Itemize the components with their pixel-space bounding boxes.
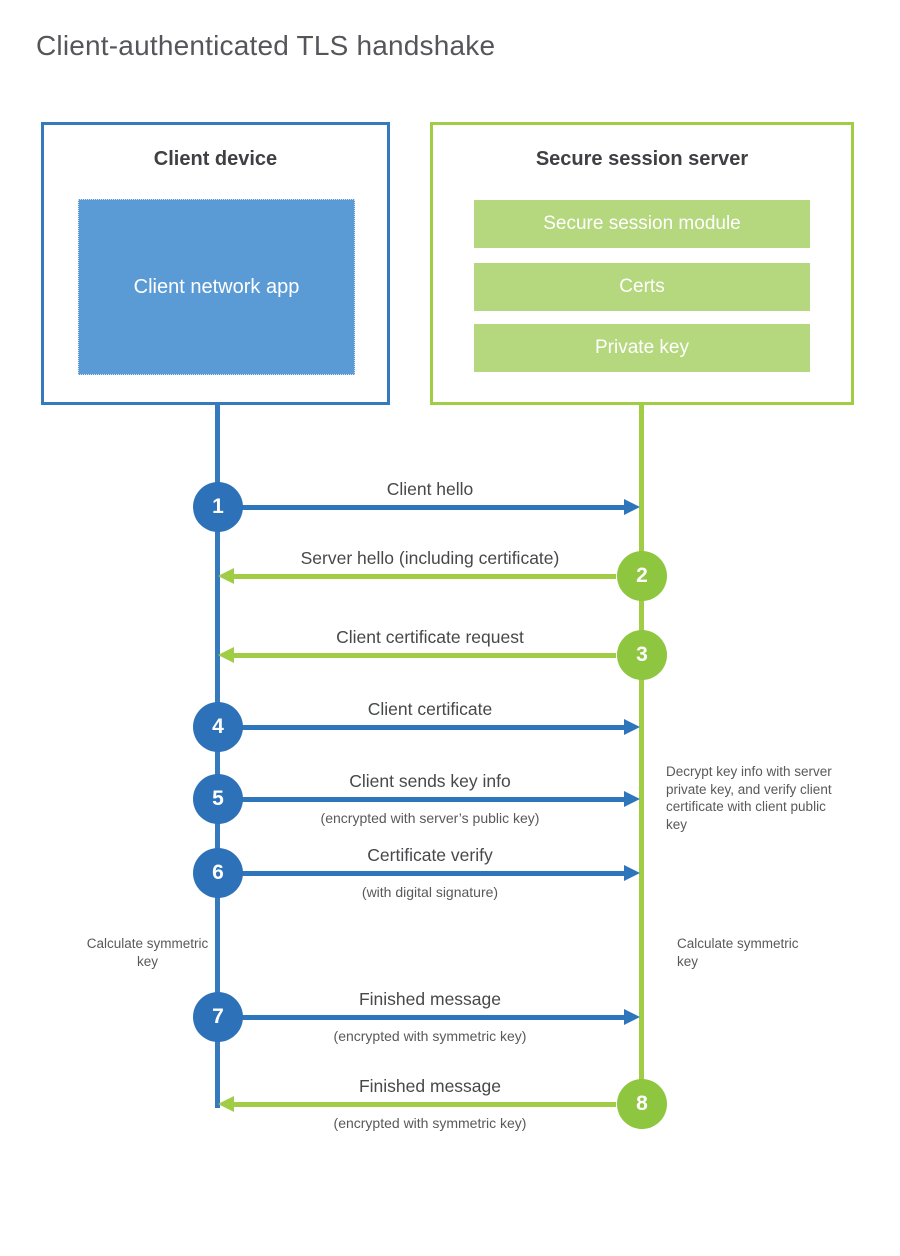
message-sublabel: (with digital signature) (361, 884, 499, 900)
page-title: Client-authenticated TLS handshake (36, 30, 496, 61)
message-sublabel: (encrypted with symmetric key) (333, 1028, 527, 1044)
message-row-5: 5 Client sends key info (encrypted with … (193, 771, 667, 826)
step-number: 5 (212, 787, 224, 810)
secure-session-server-title: Secure session server (535, 148, 749, 170)
client-network-app-box: Client network app (78, 199, 355, 375)
message-row-1: 1 Client hello (193, 479, 667, 532)
message-sublabel: (encrypted with server’s public key) (320, 810, 540, 826)
arrow-line (234, 573, 616, 579)
arrow-line (234, 652, 616, 658)
client-device-title: Client device (153, 148, 278, 170)
decrypt-key-note: Decrypt key info with server private key… (666, 764, 832, 832)
arrow-line (241, 1014, 624, 1020)
arrow-line (234, 1101, 616, 1107)
step-number: 4 (212, 715, 224, 738)
message-label: Certificate verify (367, 845, 493, 865)
arrow-line (241, 796, 624, 802)
calculate-symmetric-key-note-server: Calculate symmetric key (677, 936, 799, 969)
message-label: Finished message (358, 989, 502, 1009)
step-circle-7: 7 (193, 992, 243, 1042)
message-row-2: 2 Server hello (including certificate) (193, 548, 667, 601)
message-row-7: 7 Finished message (encrypted with symme… (193, 989, 667, 1044)
step-number: 8 (636, 1092, 648, 1115)
arrow-right-icon (624, 791, 640, 807)
server-module-private-key: Private key (474, 324, 810, 372)
step-number: 1 (212, 495, 224, 518)
step-circle-5: 5 (193, 774, 243, 824)
arrow-right-icon (624, 1009, 640, 1025)
step-circle-2: 2 (617, 551, 667, 601)
server-lifeline (639, 405, 644, 1129)
message-row-6: 6 Certificate verify (with digital signa… (193, 845, 667, 900)
step-number: 3 (636, 643, 648, 666)
arrow-right-icon (624, 865, 640, 881)
message-label: Server hello (including certificate) (300, 548, 560, 568)
message-label: Finished message (358, 1076, 502, 1096)
server-module-certs: Certs (474, 263, 810, 311)
secure-session-server-box: Secure session server Secure session mod… (430, 122, 854, 405)
step-circle-1: 1 (193, 482, 243, 532)
arrow-right-icon (624, 499, 640, 515)
message-row-4: 4 Client certificate (193, 699, 667, 752)
arrow-left-icon (218, 568, 234, 584)
step-number: 6 (212, 861, 224, 884)
step-circle-6: 6 (193, 848, 243, 898)
arrow-line (241, 724, 624, 730)
arrow-left-icon (218, 1096, 234, 1112)
message-label: Client certificate (367, 699, 493, 719)
client-device-box: Client device Client network app (41, 122, 390, 405)
arrow-left-icon (218, 647, 234, 663)
step-circle-3: 3 (617, 630, 667, 680)
message-label: Client certificate request (336, 627, 524, 647)
step-number: 2 (636, 564, 648, 587)
message-row-3: 3 Client certificate request (193, 627, 667, 680)
client-lifeline (215, 405, 220, 1108)
arrow-line (241, 870, 624, 876)
message-row-8: 8 Finished message (encrypted with symme… (193, 1076, 667, 1131)
step-circle-4: 4 (193, 702, 243, 752)
arrow-line (241, 504, 624, 510)
calculate-symmetric-key-note-client: Calculate symmetric key (86, 936, 209, 969)
message-label: Client hello (386, 479, 474, 499)
step-circle-8: 8 (617, 1079, 667, 1129)
step-number: 7 (212, 1005, 224, 1028)
server-module-secure-session-module: Secure session module (474, 200, 810, 248)
client-network-app-label: Client network app (133, 275, 300, 298)
message-label: Client sends key info (349, 771, 511, 791)
message-sublabel: (encrypted with symmetric key) (333, 1115, 527, 1131)
arrow-right-icon (624, 719, 640, 735)
